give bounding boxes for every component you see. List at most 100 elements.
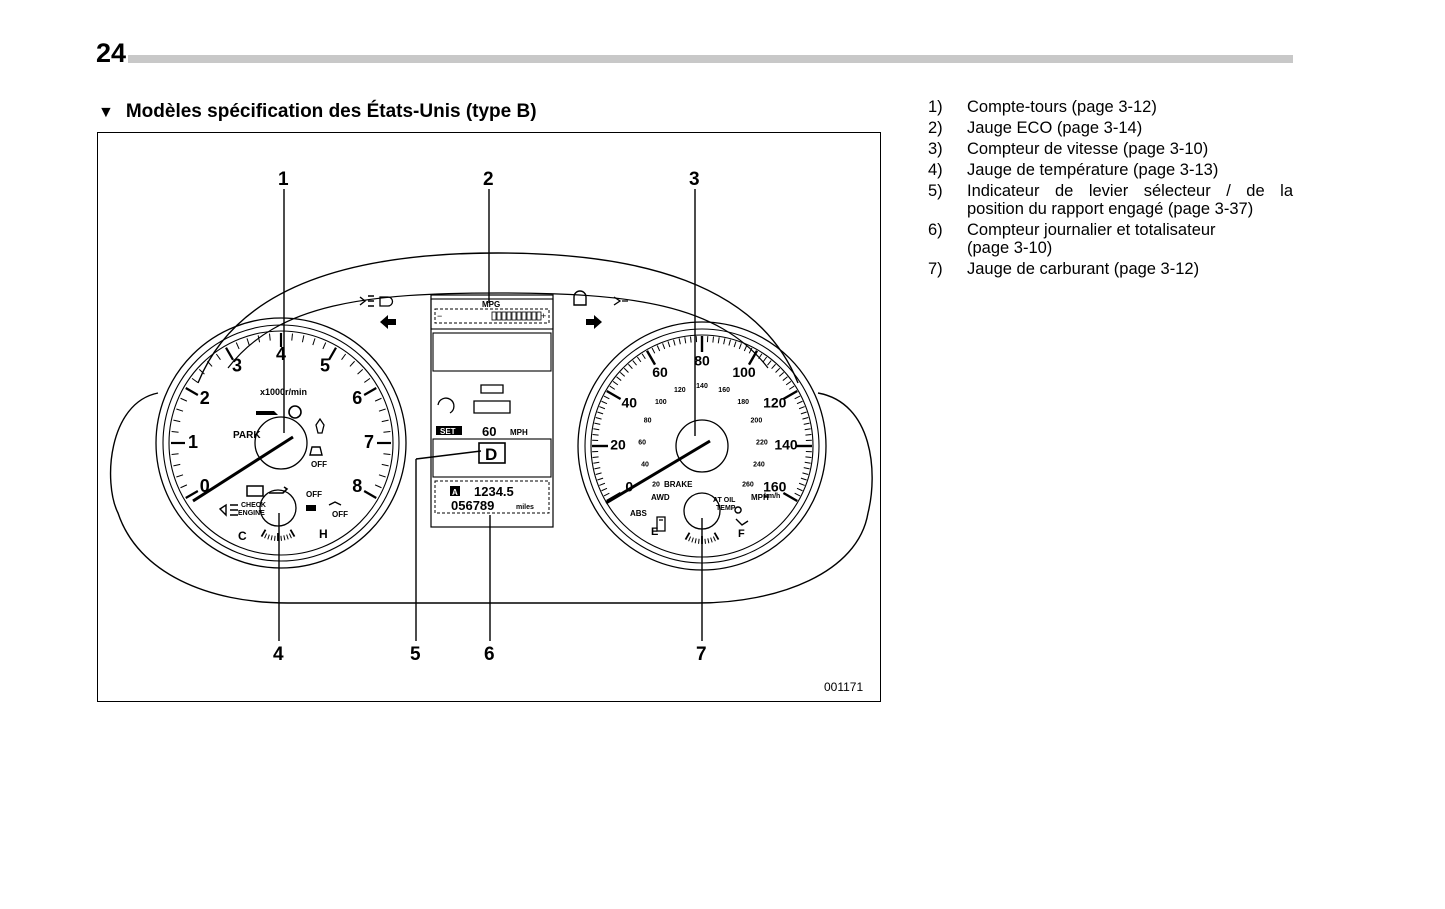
speed-tick <box>771 363 776 370</box>
callout-5: 5 <box>410 644 421 665</box>
abs-label: ABS <box>630 509 648 518</box>
keyless-icon <box>306 505 316 511</box>
kmh-number: 60 <box>638 439 646 446</box>
list-item: 5) Indicateur de levier sélecteur / de l… <box>928 182 1293 218</box>
tach-tick <box>363 387 377 396</box>
speed-tick <box>785 380 792 386</box>
mph-unit: MPH <box>751 493 769 502</box>
low-beam-icon <box>379 296 394 307</box>
temp-tick <box>267 534 270 540</box>
speed-tick <box>623 367 629 373</box>
speed-tick <box>800 477 807 481</box>
list-item-text: Compteur journalier et totalisateur <box>967 221 1216 239</box>
speed-tick <box>599 482 606 486</box>
fuel-empty-label: E <box>651 526 658 538</box>
tach-tick <box>383 453 391 455</box>
cruise-speed-value: 60 <box>482 424 496 439</box>
kmh-number: 80 <box>644 417 652 424</box>
temp-tick <box>288 533 292 539</box>
speed-tick <box>619 372 626 377</box>
list-item: 7) Jauge de carburant (page 3-12) <box>928 260 1293 278</box>
speed-tick <box>690 336 692 343</box>
tach-tick <box>381 463 389 467</box>
list-item-text: Compte-tours (page 3-12) <box>967 98 1157 116</box>
list-item-text-continued: position du rapport engagé (page 3-37) <box>967 200 1254 218</box>
tach-tick <box>312 338 316 346</box>
check-engine-label-1: CHECK <box>241 502 266 509</box>
speed-tick <box>616 376 622 381</box>
kmh-number: 140 <box>696 383 708 390</box>
srh-off-icon <box>328 501 342 506</box>
eco-bar <box>536 311 542 321</box>
speed-tick <box>628 363 633 370</box>
fuel-tick <box>704 538 706 544</box>
speed-tick <box>748 347 753 354</box>
tach-tick <box>357 369 364 375</box>
speed-tick <box>717 337 720 344</box>
tach-tick <box>191 377 198 383</box>
battery-icon <box>246 485 264 497</box>
tach-tick <box>269 333 271 341</box>
triangle-marker-icon: ▼ <box>98 104 114 121</box>
speed-tick <box>712 336 714 343</box>
speed-tick <box>597 477 604 481</box>
tach-tick <box>173 419 181 423</box>
fuel-pump-icon <box>656 516 666 532</box>
eco-bar <box>521 311 527 321</box>
speed-tick <box>805 434 812 436</box>
tach-number: 7 <box>364 432 374 452</box>
speed-tick <box>651 347 656 354</box>
temp-tick <box>274 535 276 541</box>
speed-tick <box>803 467 810 470</box>
list-item-text: Jauge ECO (page 3-14) <box>967 119 1143 137</box>
headlight-icon <box>218 503 238 517</box>
figure-code: 001171 <box>824 680 863 694</box>
mph-number: 100 <box>732 364 756 380</box>
speed-tick <box>678 338 681 345</box>
eco-bar <box>506 311 512 321</box>
tach-tick <box>246 338 250 346</box>
airbag-icon <box>734 506 749 526</box>
speed-tick <box>775 367 781 373</box>
mph-number: 40 <box>621 395 637 411</box>
temp-tick <box>289 529 296 538</box>
eco-bar <box>516 311 522 321</box>
kmh-number: 200 <box>751 417 763 424</box>
speed-tick <box>803 422 810 425</box>
callout-3: 3 <box>689 169 700 190</box>
callout-1: 1 <box>278 169 289 190</box>
tach-tick <box>301 335 305 343</box>
cluster-outer-outline <box>109 392 873 604</box>
kmh-number: 120 <box>674 387 686 394</box>
tach-number: 6 <box>352 388 362 408</box>
tach-tick <box>207 360 213 367</box>
eyesight-vehicle-icon <box>473 384 511 414</box>
legend-list: 1) Compte-tours (page 3-12) 2) Jauge ECO… <box>928 98 1293 281</box>
check-engine-label-2: ENGINE <box>238 510 265 517</box>
speed-tick <box>632 360 637 366</box>
list-item: 3) Compteur de vitesse (page 3-10) <box>928 140 1293 158</box>
tach-number: 2 <box>200 388 210 408</box>
kmh-number: 20 <box>652 481 660 488</box>
speed-tick <box>767 360 772 366</box>
kmh-number: 260 <box>742 481 754 488</box>
speed-tick <box>592 456 599 458</box>
off-label-3: OFF <box>332 510 348 519</box>
tach-tick <box>185 387 199 396</box>
list-item-number: 4) <box>928 161 943 179</box>
callout-7: 7 <box>696 644 707 665</box>
temp-tick <box>283 535 286 541</box>
tach-number: 0 <box>200 476 210 496</box>
list-item: 4) Jauge de température (page 3-13) <box>928 161 1293 179</box>
speed-tick <box>592 434 599 436</box>
speed-tick <box>782 389 798 401</box>
fuel-tick <box>691 537 694 543</box>
eco-bar <box>501 311 507 321</box>
trip-badge-label: A <box>452 488 458 497</box>
speed-tick <box>758 353 763 360</box>
tach-tick <box>180 397 188 402</box>
speed-tick <box>662 343 666 350</box>
speed-tick <box>723 338 726 345</box>
mph-number: 80 <box>694 353 710 369</box>
